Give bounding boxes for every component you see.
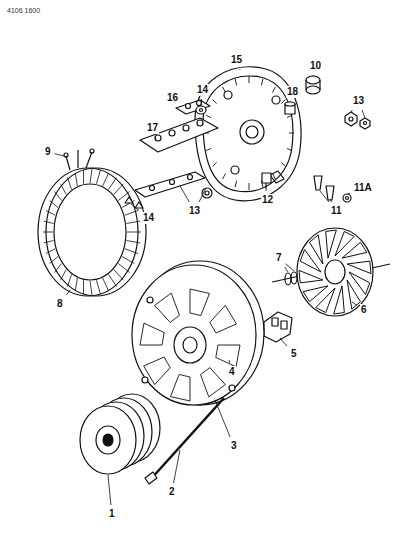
leader-line [201, 99, 203, 106]
leader-line [351, 110, 352, 112]
leader-line [229, 360, 231, 363]
callout-number: 5 [290, 348, 298, 360]
callout-number: 8 [56, 298, 64, 310]
callout-number: 3 [230, 440, 238, 452]
callout-number: 18 [286, 86, 299, 98]
callout-number: 2 [168, 486, 176, 498]
leader-line [362, 110, 365, 118]
leader-line [174, 450, 180, 483]
drawing-number: 4106 1600 [6, 6, 41, 15]
brush-holder [264, 312, 292, 342]
leader-line [266, 189, 267, 191]
leader-line [55, 154, 64, 156]
callout-number: 12 [261, 194, 274, 206]
leader-line [290, 101, 291, 102]
callout-number: 9 [44, 146, 52, 158]
leader-line [348, 193, 350, 195]
callout-number: 17 [146, 122, 159, 134]
rotor [272, 228, 390, 316]
leader-line [239, 69, 240, 70]
pulley [80, 394, 160, 474]
callout-number: 4 [228, 366, 236, 378]
leader-line [320, 191, 329, 202]
leader-line [199, 188, 206, 202]
leader-line [285, 267, 288, 272]
leader-line [330, 199, 332, 202]
leader-line [155, 137, 157, 140]
rear-housing [195, 67, 301, 201]
leader-line [180, 186, 189, 202]
leader-line [108, 475, 111, 505]
callout-number: 14 [196, 84, 209, 96]
leader-line [313, 75, 314, 76]
leader-line [352, 302, 357, 305]
leader-line [131, 204, 139, 210]
callout-number: 11 [330, 205, 343, 217]
callout-number: 13 [352, 95, 365, 107]
callout-number: 16 [166, 92, 179, 104]
callout-number: 11A [353, 182, 373, 194]
callout-number: 13 [188, 205, 201, 217]
callout-number: 10 [309, 60, 322, 72]
callout-number: 14 [142, 212, 155, 224]
callout-number: 15 [230, 54, 243, 66]
leader-line [280, 338, 287, 346]
stator [38, 149, 146, 296]
callout-number: 6 [360, 304, 368, 316]
leader-line [215, 400, 230, 437]
rectifier [125, 100, 218, 208]
drive-end-housing [132, 261, 264, 405]
callout-number: 7 [275, 252, 283, 264]
leader-lines [55, 69, 365, 505]
leader-line [286, 264, 294, 271]
callout-number: 1 [108, 508, 116, 520]
leader-line [66, 290, 70, 295]
